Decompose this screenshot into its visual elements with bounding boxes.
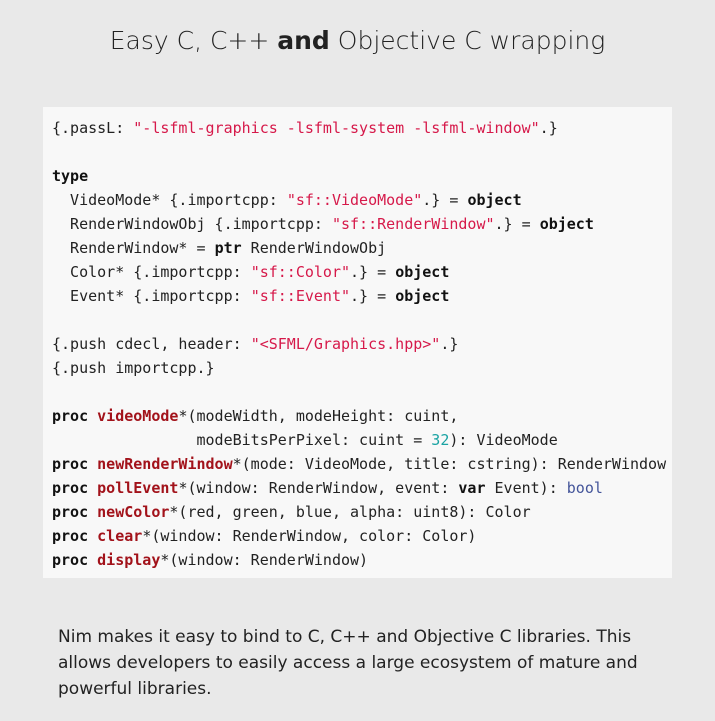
code-token: .} = [422, 191, 468, 209]
code-token: pollEvent [97, 479, 179, 497]
code-token: {.passL: [52, 119, 134, 137]
code-line: proc clear*(window: RenderWindow, color:… [52, 524, 672, 548]
code-token: object [539, 215, 594, 233]
code-line: Color* {.importcpp: "sf::Color".} = obje… [52, 260, 672, 284]
code-token: ptr [214, 239, 242, 257]
code-token: "-lsfml-graphics -lsfml-system -lsfml-wi… [133, 119, 540, 137]
code-token: Event): [485, 479, 567, 497]
code-line [52, 308, 672, 332]
code-token: proc [52, 503, 89, 521]
code-token: *(mode: VideoMode, title: cstring): Rend… [232, 455, 667, 473]
code-token: *(window: RenderWindow, event: [178, 479, 459, 497]
code-line [52, 380, 672, 404]
code-token: var [458, 479, 486, 497]
code-token: clear [97, 527, 143, 545]
code-token: videoMode [97, 407, 179, 425]
code-token: "sf::Event" [250, 287, 351, 305]
code-token: proc [52, 455, 89, 473]
code-line: type [52, 164, 672, 188]
code-line: proc display*(window: RenderWindow) [52, 548, 672, 572]
code-token: {.push importcpp.} [52, 359, 215, 377]
code-token: *(window: RenderWindow, color: Color) [142, 527, 477, 545]
title-text: Easy C, C++ [109, 26, 278, 55]
code-token: VideoMode* {.importcpp: [52, 191, 287, 209]
code-token [88, 527, 97, 545]
code-token: RenderWindowObj [241, 239, 387, 257]
code-token: *(modeWidth, modeHeight: cuint, [178, 407, 459, 425]
code-example: {.passL: "-lsfml-graphics -lsfml-system … [43, 107, 672, 578]
code-token: *(window: RenderWindow) [160, 551, 369, 569]
code-token: ): VideoMode [449, 431, 558, 449]
code-token: "sf::RenderWindow" [331, 215, 495, 233]
code-token: proc [52, 479, 89, 497]
code-token: RenderWindowObj {.importcpp: [52, 215, 332, 233]
code-token: proc [52, 551, 89, 569]
code-token: Event* {.importcpp: [52, 287, 251, 305]
code-line: proc videoMode*(modeWidth, modeHeight: c… [52, 404, 672, 428]
code-token: *(red, green, blue, alpha: uint8): Color [169, 503, 531, 521]
code-line: proc pollEvent*(window: RenderWindow, ev… [52, 476, 672, 500]
code-line: modeBitsPerPixel: cuint = 32): VideoMode [52, 428, 672, 452]
code-token: "<SFML/Graphics.hpp>" [250, 335, 441, 353]
code-token: .} [440, 335, 459, 353]
code-line: {.passL: "-lsfml-graphics -lsfml-system … [52, 116, 672, 140]
code-token: newRenderWindow [97, 455, 233, 473]
code-token: "sf::Color" [250, 263, 351, 281]
code-token: modeBitsPerPixel: cuint = [52, 431, 432, 449]
code-token: display [97, 551, 161, 569]
code-token: object [395, 287, 450, 305]
code-token: .} [539, 119, 558, 137]
code-line: {.push cdecl, header: "<SFML/Graphics.hp… [52, 332, 672, 356]
code-token: .} = [494, 215, 540, 233]
code-token [88, 479, 97, 497]
code-token: type [52, 167, 89, 185]
code-token: {.push cdecl, header: [52, 335, 251, 353]
code-line [52, 140, 672, 164]
code-token: newColor [97, 503, 170, 521]
code-token: .} = [350, 263, 396, 281]
code-token: proc [52, 407, 89, 425]
title-text-end: Objective C wrapping [329, 26, 606, 55]
code-line: proc newColor*(red, green, blue, alpha: … [52, 500, 672, 524]
code-token: RenderWindow* = [52, 239, 215, 257]
code-token: Color* {.importcpp: [52, 263, 251, 281]
code-token [88, 551, 97, 569]
code-token: object [467, 191, 522, 209]
section-title: Easy C, C++ and Objective C wrapping [0, 26, 715, 55]
description-paragraph: Nim makes it easy to bind to C, C++ and … [58, 627, 638, 699]
code-line: VideoMode* {.importcpp: "sf::VideoMode".… [52, 188, 672, 212]
title-bold-text: and [277, 26, 330, 55]
code-line: Event* {.importcpp: "sf::Event".} = obje… [52, 284, 672, 308]
code-token: "sf::VideoMode" [286, 191, 423, 209]
code-token: bool [566, 479, 603, 497]
code-line: RenderWindow* = ptr RenderWindowObj [52, 236, 672, 260]
code-token [88, 407, 97, 425]
code-token [88, 503, 97, 521]
code-token: object [395, 263, 450, 281]
code-line: {.push importcpp.} [52, 356, 672, 380]
code-token: .} = [350, 287, 396, 305]
code-token [88, 455, 97, 473]
code-token: proc [52, 527, 89, 545]
code-line: RenderWindowObj {.importcpp: "sf::Render… [52, 212, 672, 236]
code-line: proc newRenderWindow*(mode: VideoMode, t… [52, 452, 672, 476]
code-token: 32 [431, 431, 450, 449]
